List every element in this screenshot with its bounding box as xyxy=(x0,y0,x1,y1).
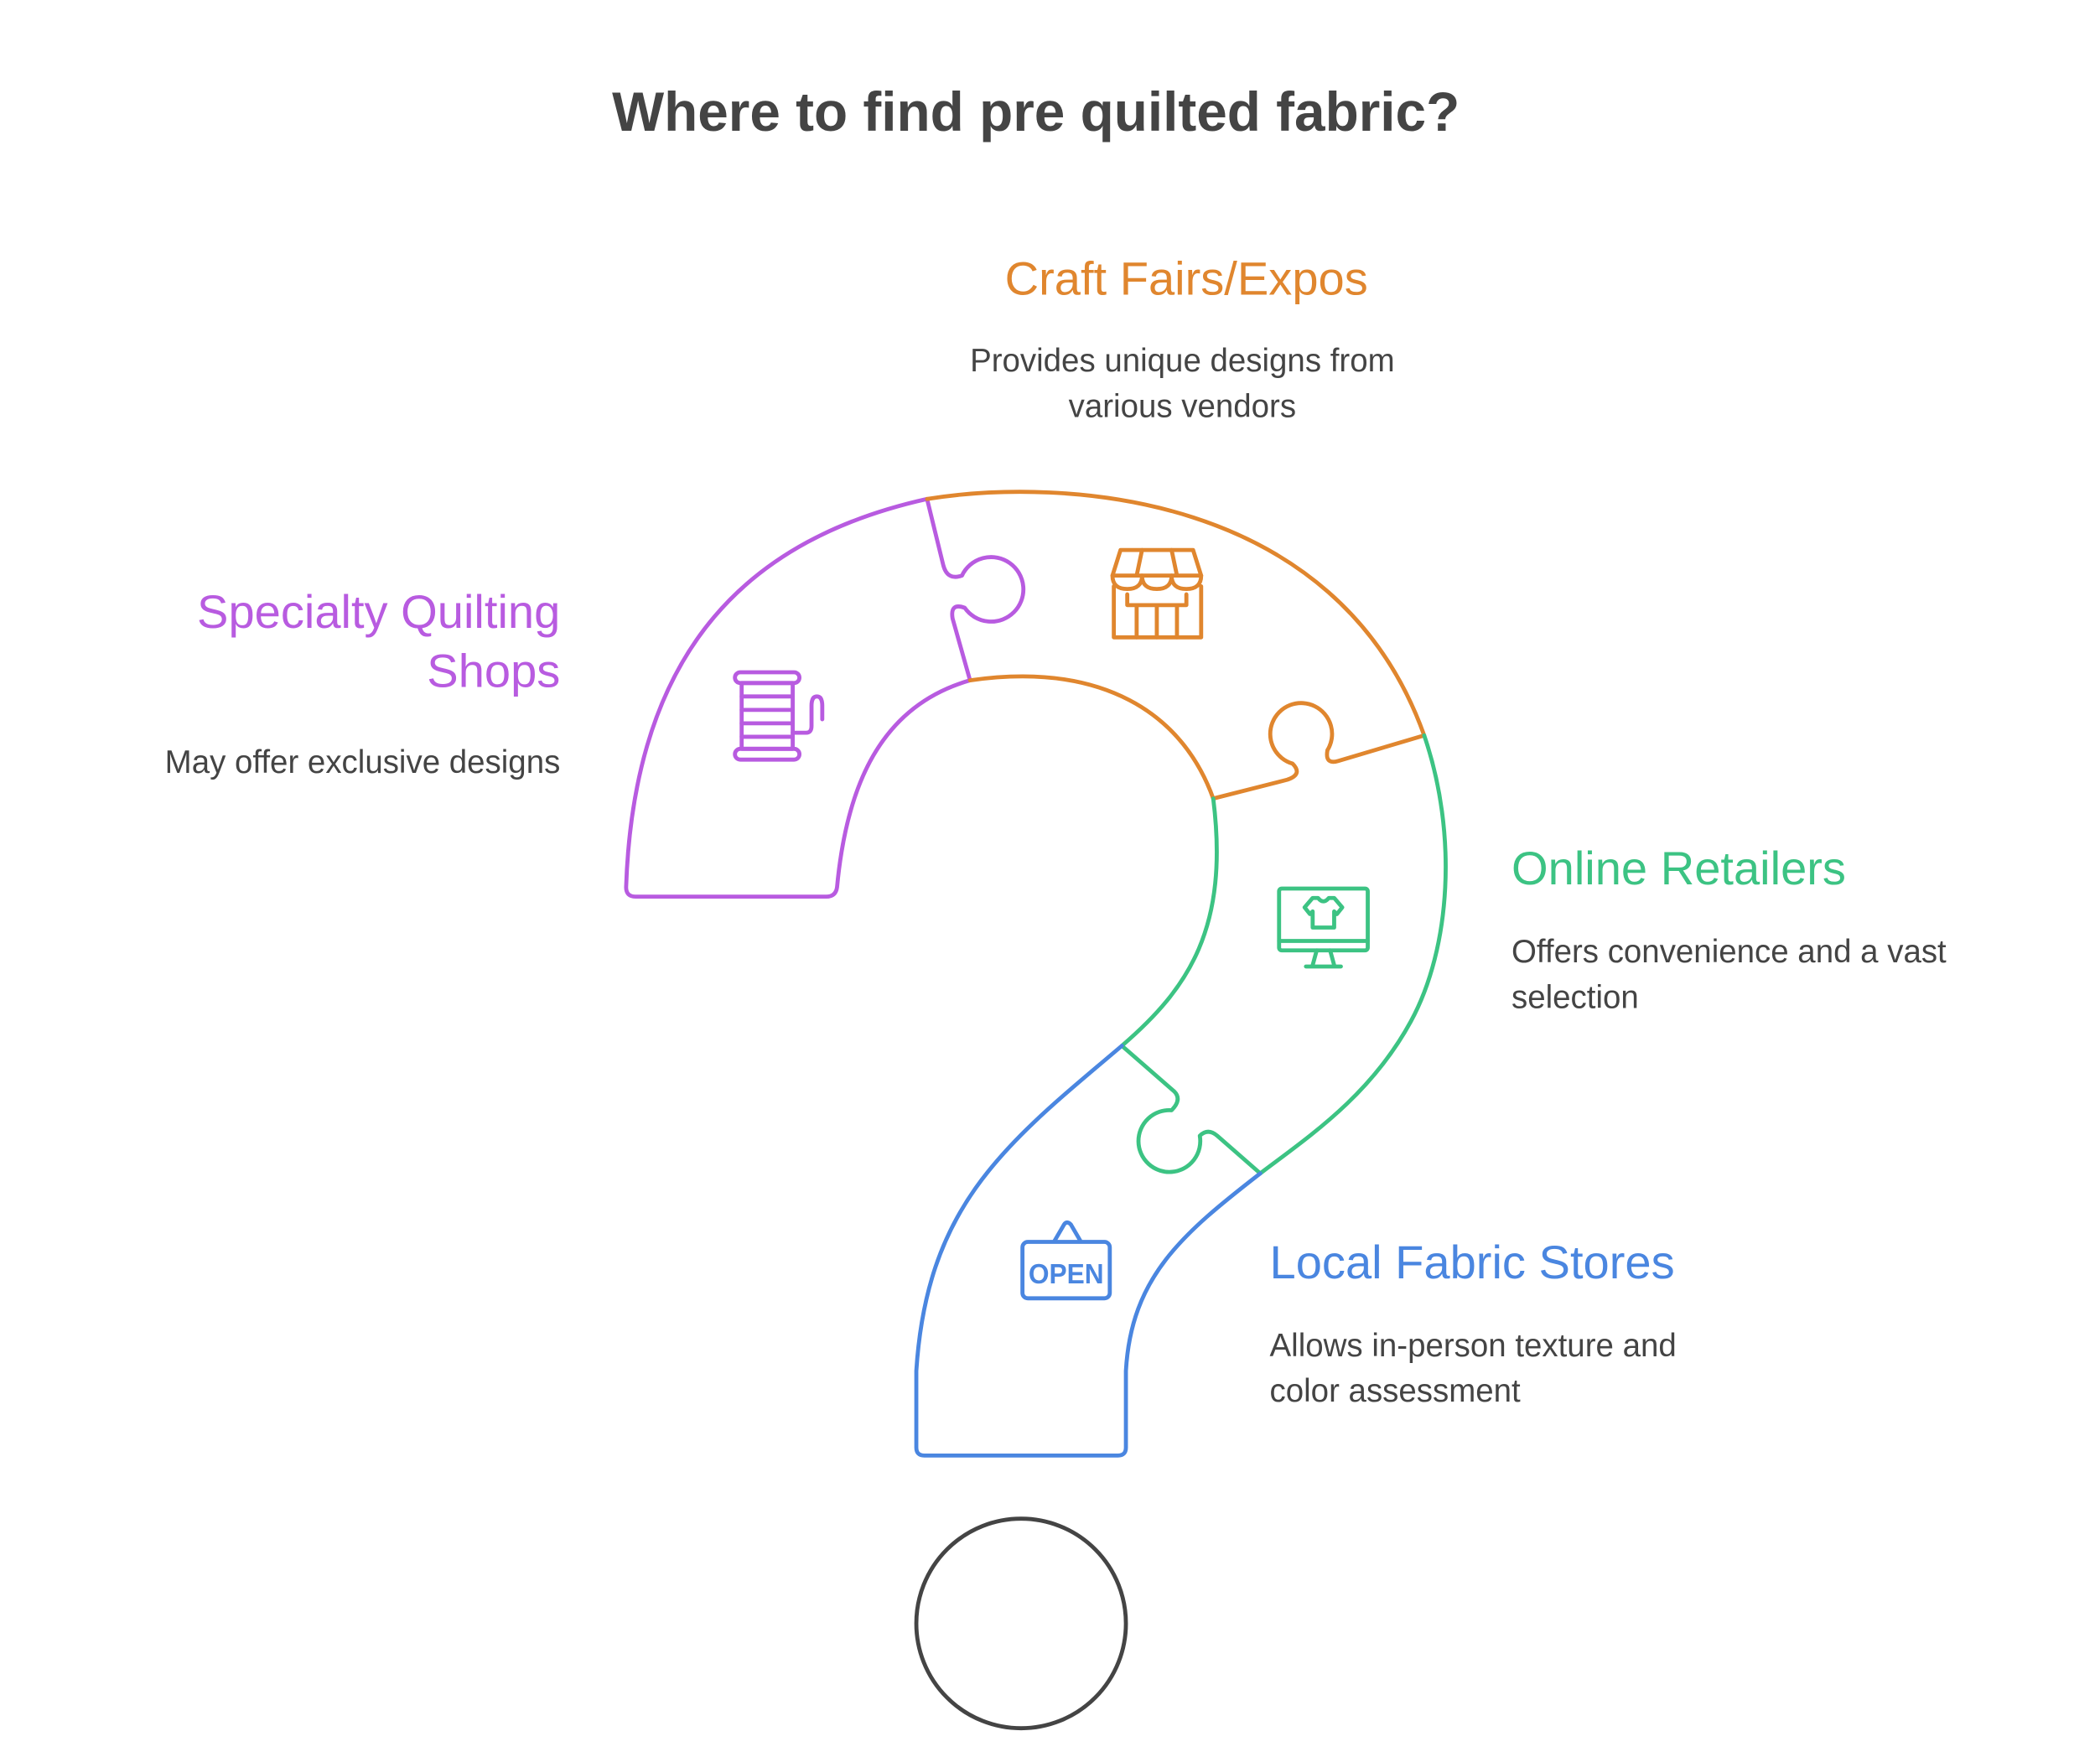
item-local-fabric-stores: Local Fabric Stores Allows in-person tex… xyxy=(1270,1236,1677,1409)
thread-spool-icon xyxy=(733,670,825,762)
item-heading: Local Fabric Stores xyxy=(1270,1236,1675,1288)
item-description: selection xyxy=(1511,980,1639,1016)
item-description: May offer exclusive designs xyxy=(165,744,561,780)
segment-local-fabric-stores xyxy=(914,1044,1263,1458)
item-heading: Craft Fairs/Expos xyxy=(1005,252,1368,305)
item-description: Offers convenience and a vast xyxy=(1511,934,1947,970)
shop-icon xyxy=(1110,547,1204,640)
item-craft-fairs: Craft Fairs/Expos Provides unique design… xyxy=(970,252,1395,425)
monitor-shirt-icon xyxy=(1277,886,1370,969)
item-specialty-quilting-shops: Specialty Quilting Shops May offer exclu… xyxy=(165,585,561,780)
segment-online-retailers xyxy=(1119,733,1448,1176)
svg-text:OPEN: OPEN xyxy=(1029,1259,1104,1290)
question-dot xyxy=(914,1516,1128,1731)
item-description: Allows in-person texture and xyxy=(1270,1328,1677,1364)
item-heading: Online Retailers xyxy=(1511,842,1846,894)
item-description: various vendors xyxy=(1069,388,1296,424)
item-description: Provides unique designs from xyxy=(970,343,1395,379)
item-online-retailers: Online Retailers Offers convenience and … xyxy=(1511,842,1947,1015)
item-description: color assessment xyxy=(1270,1373,1522,1409)
segment-specialty-quilting-shops xyxy=(624,496,1026,899)
segment-craft-fairs xyxy=(925,490,1427,801)
page-title: Where to find pre quilted fabric? xyxy=(612,81,1460,143)
item-heading: Shops xyxy=(427,645,560,697)
item-heading: Specialty Quilting xyxy=(197,585,560,638)
open-sign-icon: OPEN xyxy=(1020,1220,1112,1301)
